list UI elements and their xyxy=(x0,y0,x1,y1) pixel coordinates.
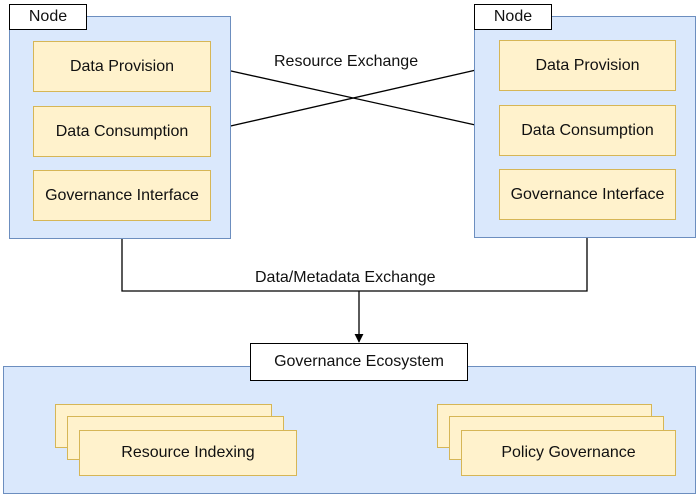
left-node-title: Node xyxy=(9,4,87,30)
right-data-consumption: Data Consumption xyxy=(499,105,676,156)
ecosystem-title: Governance Ecosystem xyxy=(250,343,468,381)
left-data-consumption: Data Consumption xyxy=(33,106,211,157)
resource-exchange-label: Resource Exchange xyxy=(274,53,419,70)
right-governance-interface: Governance Interface xyxy=(499,169,676,220)
left-data-provision: Data Provision xyxy=(33,41,211,92)
policy-governance-card: Policy Governance xyxy=(461,430,676,476)
edge-left-consumption-to-right-provision xyxy=(212,62,499,133)
right-data-provision: Data Provision xyxy=(499,40,676,91)
left-governance-interface: Governance Interface xyxy=(33,170,211,221)
right-node-title: Node xyxy=(474,4,552,30)
edge-governance-bus xyxy=(117,223,592,292)
metadata-exchange-label: Data/Metadata Exchange xyxy=(253,269,438,287)
resource-indexing-card: Resource Indexing xyxy=(79,430,297,476)
